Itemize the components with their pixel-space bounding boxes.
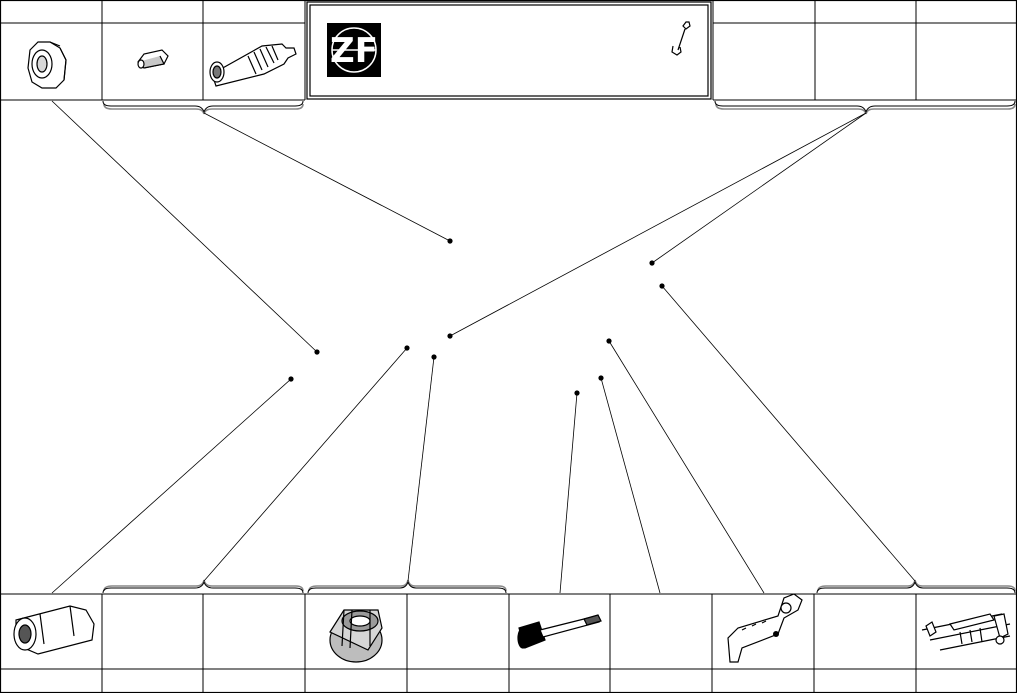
leader-dot-b6 <box>574 390 580 396</box>
leader-dot-b8 <box>606 338 612 344</box>
leader-t2-t3 <box>203 112 451 242</box>
threaded-drift-icon <box>209 43 297 87</box>
leader-dot-t4-t6-b <box>649 260 655 266</box>
leader-b7 <box>600 377 661 594</box>
hex-socket-icon <box>13 605 95 655</box>
leader-b1 <box>51 378 292 594</box>
puller-icon <box>921 613 1011 651</box>
leader-b6 <box>559 392 578 594</box>
zf-logo: ZF <box>327 23 381 77</box>
leader-dot-b9-b10 <box>659 283 665 289</box>
hook-wrench-icon <box>727 593 803 663</box>
leader-lines <box>51 100 916 594</box>
leader-dot-b1 <box>288 376 294 382</box>
bottom-brace-b4-b5 <box>307 579 507 594</box>
bottom-brace-b9-b10 <box>816 579 1016 594</box>
bottom-tool-row <box>0 593 1017 693</box>
leader-dot-t2-t3 <box>447 238 453 244</box>
top-brace-left <box>102 100 304 115</box>
leader-t4-t6-a <box>449 112 867 337</box>
leader-b4-b5 <box>407 356 435 582</box>
bearing-sleeve-icon <box>329 609 383 663</box>
leader-dot-b7 <box>598 375 604 381</box>
bottom-brace-b2-b3 <box>102 579 304 594</box>
leader-t1 <box>51 100 318 353</box>
leader-b9-b10 <box>661 285 916 582</box>
hex-adapter-icon <box>137 49 169 69</box>
top-brace-right <box>714 100 1016 115</box>
leader-b8 <box>608 340 765 594</box>
mallet-icon <box>517 614 602 649</box>
header-panel: ZF <box>306 1 712 100</box>
leader-dot-t4-t6-a <box>447 333 453 339</box>
leader-dot-t1 <box>314 349 320 355</box>
leader-dot-b4-b5 <box>431 354 437 360</box>
wrench-icon <box>671 21 691 56</box>
leader-b2-b3 <box>203 347 408 582</box>
leader-t4-t6-b <box>651 112 867 264</box>
socket-nut-icon <box>27 41 67 89</box>
leader-dot-b2-b3 <box>404 345 410 351</box>
top-tool-row <box>0 0 1017 101</box>
logo-text: ZF <box>330 31 378 71</box>
